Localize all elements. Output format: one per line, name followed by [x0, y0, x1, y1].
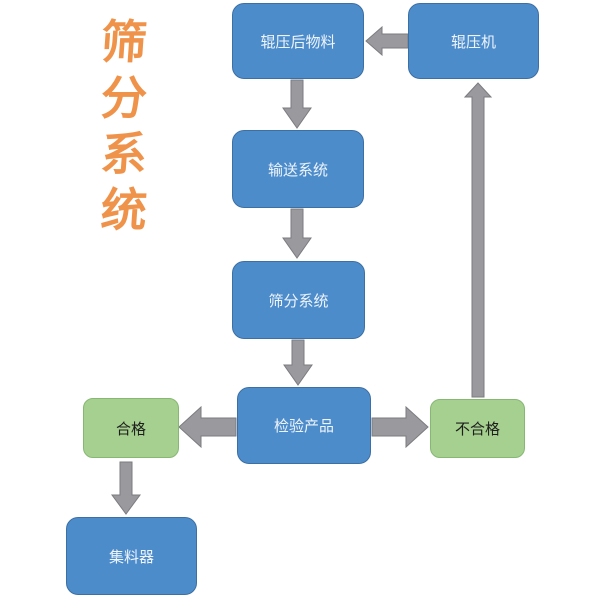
node-qualified: 合格: [83, 398, 179, 458]
node-label: 输送系统: [267, 160, 328, 179]
node-roller-press: 辊压机: [408, 3, 539, 79]
node-inspect-product: 检验产品: [237, 387, 371, 464]
node-unqualified: 不合格: [430, 399, 525, 458]
node-label: 合格: [115, 419, 146, 438]
arrow-down-qualified-to-collector: [111, 461, 141, 515]
node-label: 辊压机: [450, 32, 496, 51]
arrow-down-conveying-to-screening: [282, 208, 312, 259]
node-label: 辊压后物料: [260, 32, 336, 51]
node-label: 筛分系统: [268, 291, 329, 310]
arrow-right-inspect-to-unqualified: [371, 405, 429, 449]
node-collector: 集料器: [66, 517, 197, 595]
node-label: 检验产品: [273, 417, 334, 435]
arrow-down-material-to-conveying: [282, 79, 312, 129]
node-screening-system: 筛分系统: [232, 261, 365, 339]
arrow-down-screening-to-inspect: [283, 339, 313, 386]
node-label: 不合格: [454, 420, 500, 438]
node-rolled-material: 辊压后物料: [232, 3, 364, 79]
arrow-left-roller-to-material: [365, 25, 409, 57]
node-label: 集料器: [108, 547, 154, 566]
arrow-up-unqualified-to-roller: [463, 82, 493, 398]
node-conveying-system: 输送系统: [232, 130, 364, 208]
arrow-left-inspect-to-qualified: [178, 405, 237, 449]
